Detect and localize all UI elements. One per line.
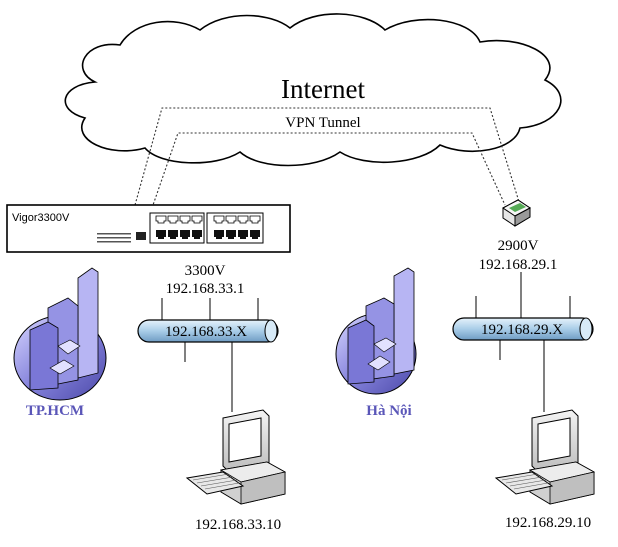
tunnel-line-outer xyxy=(134,107,521,206)
building-icon xyxy=(13,267,107,401)
cloud-icon xyxy=(64,13,562,167)
router-2900v xyxy=(502,199,531,227)
lan-left-label: 192.168.33.X xyxy=(165,324,247,340)
router-left-name: 3300V xyxy=(185,263,226,279)
ports-top-2 xyxy=(213,215,261,224)
bus-pipe-icon xyxy=(452,317,594,341)
tunnel-label: VPN Tunnel xyxy=(285,115,360,131)
router-vigor3300v: Vigor3300V xyxy=(6,204,291,253)
building-icon xyxy=(335,267,417,395)
computer-icon xyxy=(494,409,596,505)
lan-right-label: 192.168.29.X xyxy=(481,322,563,338)
router-model-text: Vigor3300V xyxy=(12,212,70,224)
router-left-ip: 192.168.33.1 xyxy=(166,281,245,297)
city-left-label: TP.HCM xyxy=(26,403,84,419)
pc-right-ip: 192.168.29.10 xyxy=(505,515,591,531)
computer-icon xyxy=(185,409,287,505)
bus-pipe-icon xyxy=(137,319,279,343)
router-led-grid xyxy=(97,233,131,243)
ports-top-1 xyxy=(155,215,203,224)
city-right-label: Hà Nội xyxy=(366,403,411,419)
vpn-tunnel xyxy=(134,107,521,209)
console-port xyxy=(136,232,146,240)
cloud-label: Internet xyxy=(281,74,365,104)
router-icon-side xyxy=(514,207,531,227)
internet-cloud: Internet xyxy=(64,13,562,167)
pc-left-ip: 192.168.33.10 xyxy=(195,517,281,533)
lan-right xyxy=(452,272,594,412)
router-right-name: 2900V xyxy=(498,238,539,254)
tunnel-line-inner xyxy=(151,132,506,209)
router-right-ip: 192.168.29.1 xyxy=(479,257,558,273)
ports-bottom-2 xyxy=(214,230,260,239)
router-icon-stripe xyxy=(509,203,526,212)
lan-left xyxy=(137,298,279,412)
ports-bottom-1 xyxy=(156,230,202,239)
